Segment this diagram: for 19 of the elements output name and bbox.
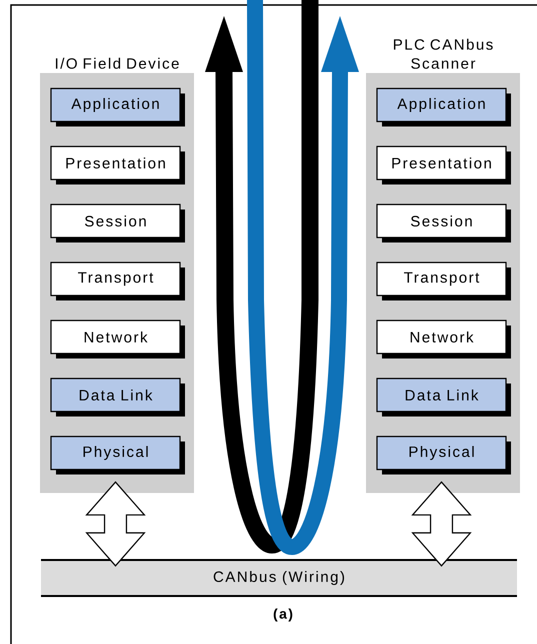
layer-box: Application (376, 88, 511, 126)
layer-box: Presentation (50, 146, 185, 184)
panel-heading: I/O Field Device (56, 58, 179, 69)
layer-box: Network (50, 320, 185, 358)
layer-box: Data Link (376, 378, 511, 416)
panel-heading: PLC CANbus Scanner (394, 38, 493, 69)
layer-box: Session (376, 204, 511, 242)
layer-box: Physical (376, 436, 511, 474)
layer-box: Presentation (376, 146, 511, 184)
layer-box: Transport (50, 262, 185, 300)
layer-box: Network (376, 320, 511, 358)
layer-box: Data Link (50, 378, 185, 416)
layer-box: Session (50, 204, 185, 242)
bus-bar: CANbus (Wiring) (41, 559, 517, 597)
layer-box: Physical (50, 436, 185, 474)
layer-box: Transport (376, 262, 511, 300)
layer-box: Application (50, 88, 185, 126)
double-arrow (85, 481, 146, 567)
double-arrow (411, 481, 472, 567)
